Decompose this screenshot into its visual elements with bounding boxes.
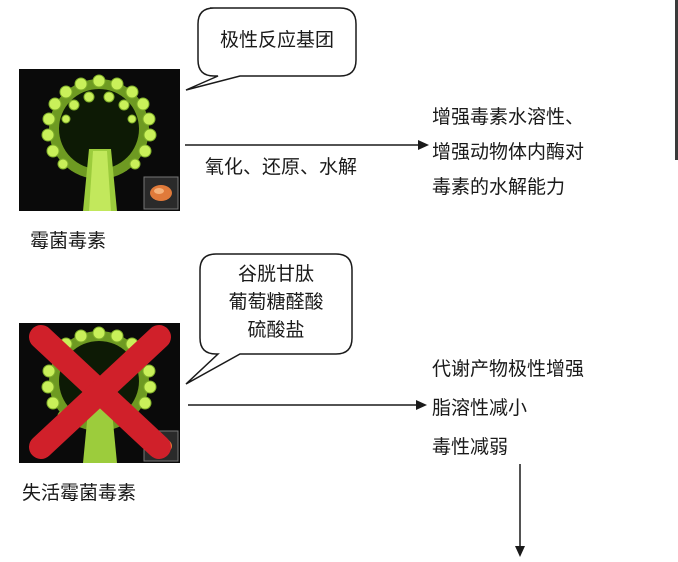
polar-group-label: 极性反应基团 [219, 29, 334, 51]
bottom-result-line-3: 毒性减弱 [432, 436, 509, 458]
inactive-mold-toxin-caption: 失活霉菌毒素 [22, 482, 137, 504]
inactive-mold-spore-icon [19, 323, 180, 463]
conjugate-item-2: 葡萄糖醛酸 [228, 291, 324, 313]
inactive-mold-toxin-image [19, 323, 180, 463]
mold-toxin-image [19, 69, 180, 211]
conjugate-item-3: 硫酸盐 [247, 319, 305, 341]
top-result-line-1: 增强毒素水溶性、 [432, 106, 585, 128]
conjugate-bubble-shape [185, 253, 353, 385]
mold-spore-icon [19, 69, 180, 211]
bottom-result-line-2: 脂溶性减小 [432, 397, 528, 419]
conjugate-item-1: 谷胱甘肽 [237, 263, 314, 285]
mold-toxin-caption: 霉菌毒素 [30, 230, 107, 252]
top-result-text: 增强毒素水溶性、 增强动物体内酶对 毒素的水解能力 [432, 104, 584, 200]
polar-group-bubble-shape [185, 7, 357, 91]
reaction-types-label: 氧化、还原、水解 [205, 156, 358, 178]
top-arrow-icon [185, 140, 429, 150]
red-x-cross-icon [29, 325, 171, 459]
top-result-line-2: 增强动物体内酶对 [432, 141, 585, 163]
bottom-result-text: 代谢产物极性增强 脂溶性减小 毒性减弱 [432, 356, 584, 460]
conjugate-list: 谷胱甘肽 葡萄糖醛酸 硫酸盐 [200, 262, 352, 342]
top-result-line-3: 毒素的水解能力 [432, 176, 566, 198]
bottom-arrow-icon [188, 400, 427, 410]
bottom-result-line-1: 代谢产物极性增强 [432, 358, 585, 380]
down-arrow-icon [515, 464, 525, 557]
right-edge-border [675, 0, 678, 160]
